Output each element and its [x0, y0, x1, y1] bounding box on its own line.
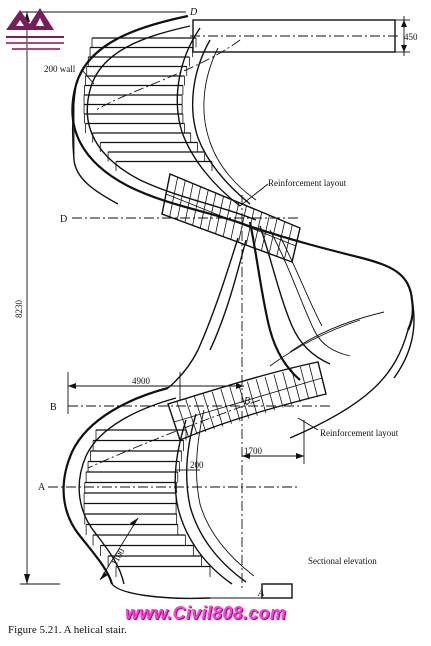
section-d-top-label: D: [189, 7, 198, 18]
reinforcement-top-label: Reinforcement layout: [268, 178, 347, 188]
width-dimension: [99, 517, 139, 581]
section-a-bottom-label: A: [257, 588, 265, 599]
stair-line: [276, 221, 286, 257]
wall-label: 200 wall: [44, 64, 76, 74]
lower-steps: [83, 429, 211, 577]
sectional-elevation-label: Sectional elevation: [308, 556, 377, 566]
middle-helix: [167, 221, 415, 439]
stair-line: [261, 215, 270, 251]
stair-line: [173, 377, 323, 423]
height-dimension: [20, 11, 186, 585]
inner-wall-label: 200: [190, 460, 204, 470]
top-landing: [190, 16, 410, 56]
site-logo: [6, 8, 64, 50]
diameter-label: 4900: [132, 376, 151, 386]
upper-inner-curves: [95, 27, 257, 207]
section-d-mid-label: D: [60, 214, 67, 225]
section-b-label: B: [50, 402, 57, 413]
watermark-text: www.Civil808.com: [125, 603, 287, 623]
reinforcement-bottom-label: Reinforcement layout: [320, 428, 399, 438]
stair-line: [238, 205, 247, 243]
section-a-label: A: [38, 482, 46, 493]
figure-caption: Figure 5.21. A helical stair.: [8, 624, 127, 636]
bottom-base: [210, 583, 293, 599]
stair-line: [165, 193, 297, 247]
lower-reinforcement: [167, 361, 327, 441]
radius-label: 1700: [244, 446, 263, 456]
stair-line: [253, 212, 263, 248]
width-label: 1100: [109, 546, 127, 567]
upper-outer-wall: [71, 14, 414, 331]
stair-line: [291, 227, 301, 263]
stair-line: [283, 224, 293, 260]
lower-outer-wall: [62, 386, 211, 600]
height-label: 8230: [14, 300, 24, 319]
stair-line: [222, 199, 232, 237]
leader-lines: [81, 69, 319, 431]
stair-line: [230, 202, 240, 240]
diameter-dimension: [67, 372, 244, 414]
landing-thickness-label: 450: [404, 32, 418, 42]
upper-steps: [83, 37, 213, 171]
radius-dimension: [242, 420, 305, 464]
section-b-center-label: B: [244, 396, 250, 407]
